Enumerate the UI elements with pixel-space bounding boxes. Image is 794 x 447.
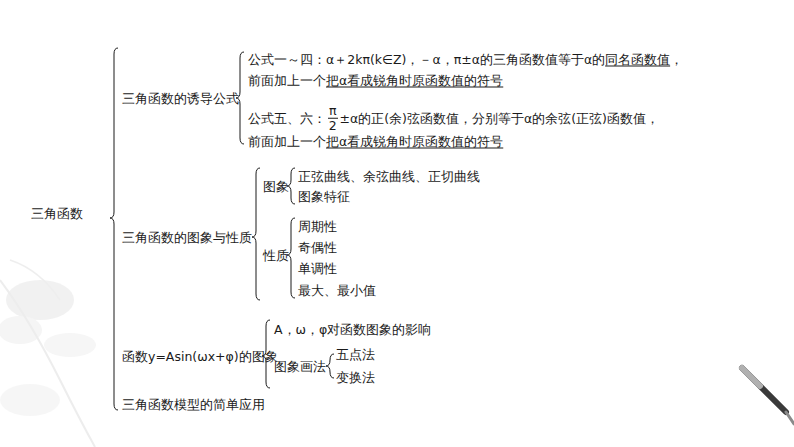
key-phrase: 把α看成锐角时原函数值的符号 [326, 73, 503, 88]
topic-label: 三角函数模型的简单应用 [122, 397, 265, 412]
text-row: 三角函数的图象与性质 [122, 230, 252, 245]
topic-label: 周期性 [298, 219, 337, 234]
text-row: 奇偶性 [298, 240, 337, 255]
text-row: 单调性 [298, 261, 337, 276]
text-row: 前面加上一个把α看成锐角时原函数值的符号 [248, 134, 503, 149]
brush-pen [742, 368, 794, 424]
topic-label: 五点法 [336, 347, 375, 362]
text-row: 五点法 [336, 347, 375, 362]
topic-label: 最大、最小值 [298, 283, 376, 298]
topic-label: 变换法 [336, 370, 375, 385]
key-phrase: 把α看成锐角时原函数值的符号 [326, 134, 503, 149]
topic-label: 三角函数的诱导公式 [122, 91, 239, 106]
topic-label: 单调性 [298, 261, 337, 276]
text-row: 函数y=Asin(ωx+φ)的图象 [122, 349, 278, 364]
flower-painting [0, 260, 96, 447]
topic-label: 奇偶性 [298, 240, 337, 255]
text-row: 公式一～四：α＋2kπ(k∈Z)，－α，π±α的三角函数值等于α的同名函数值， [248, 52, 683, 67]
text-row: 性质 [263, 248, 289, 263]
topic-label: 图象 [263, 179, 289, 194]
text-row: 图象特征 [298, 189, 350, 204]
topic-label: 前面加上一个 [248, 134, 326, 149]
topic-label: ， [670, 52, 683, 67]
brace [110, 48, 118, 410]
brace [326, 354, 334, 378]
text-row: 图象 [263, 179, 289, 194]
key-phrase: 同名函数值 [605, 52, 670, 67]
topic-label: 图象画法 [274, 359, 326, 374]
brace [252, 168, 260, 300]
topic-label: ±α的正(余)弦函数值，分别等于α的余弦(正弦)函数值， [340, 111, 659, 126]
topic-label: 公式五、六： [248, 111, 326, 126]
text-row: 三角函数的诱导公式 [122, 91, 239, 106]
topic-label: 三角函数 [31, 206, 83, 222]
topic-label: 三角函数的图象与性质 [122, 230, 252, 245]
topic-label: A，ω，φ对函数图象的影响 [274, 322, 431, 337]
fraction: π2 [328, 104, 338, 133]
topic-label: 公式一～四：α＋2kπ(k∈Z)，－α，π±α的三角函数值等于α的 [248, 52, 605, 67]
text-row: 前面加上一个把α看成锐角时原函数值的符号 [248, 73, 503, 88]
text-row: 正弦曲线、余弦曲线、正切曲线 [298, 169, 480, 184]
topic-label: 正弦曲线、余弦曲线、正切曲线 [298, 169, 480, 184]
text-row: 最大、最小值 [298, 283, 376, 298]
text-row: 变换法 [336, 370, 375, 385]
topic-label: 性质 [263, 248, 289, 263]
topic-label: 函数y=Asin(ωx+φ)的图象 [122, 349, 278, 364]
text-row: 三角函数 [31, 206, 83, 222]
text-row: A，ω，φ对函数图象的影响 [274, 322, 431, 337]
text-row: 三角函数模型的简单应用 [122, 397, 265, 412]
fraction-denominator: 2 [329, 119, 337, 133]
text-row: 公式五、六：π2±α的正(余)弦函数值，分别等于α的余弦(正弦)函数值， [248, 104, 659, 133]
topic-label: 前面加上一个 [248, 73, 326, 88]
text-row: 图象画法 [274, 359, 326, 374]
fraction-numerator: π [328, 104, 338, 119]
text-row: 周期性 [298, 219, 337, 234]
topic-label: 图象特征 [298, 189, 350, 204]
